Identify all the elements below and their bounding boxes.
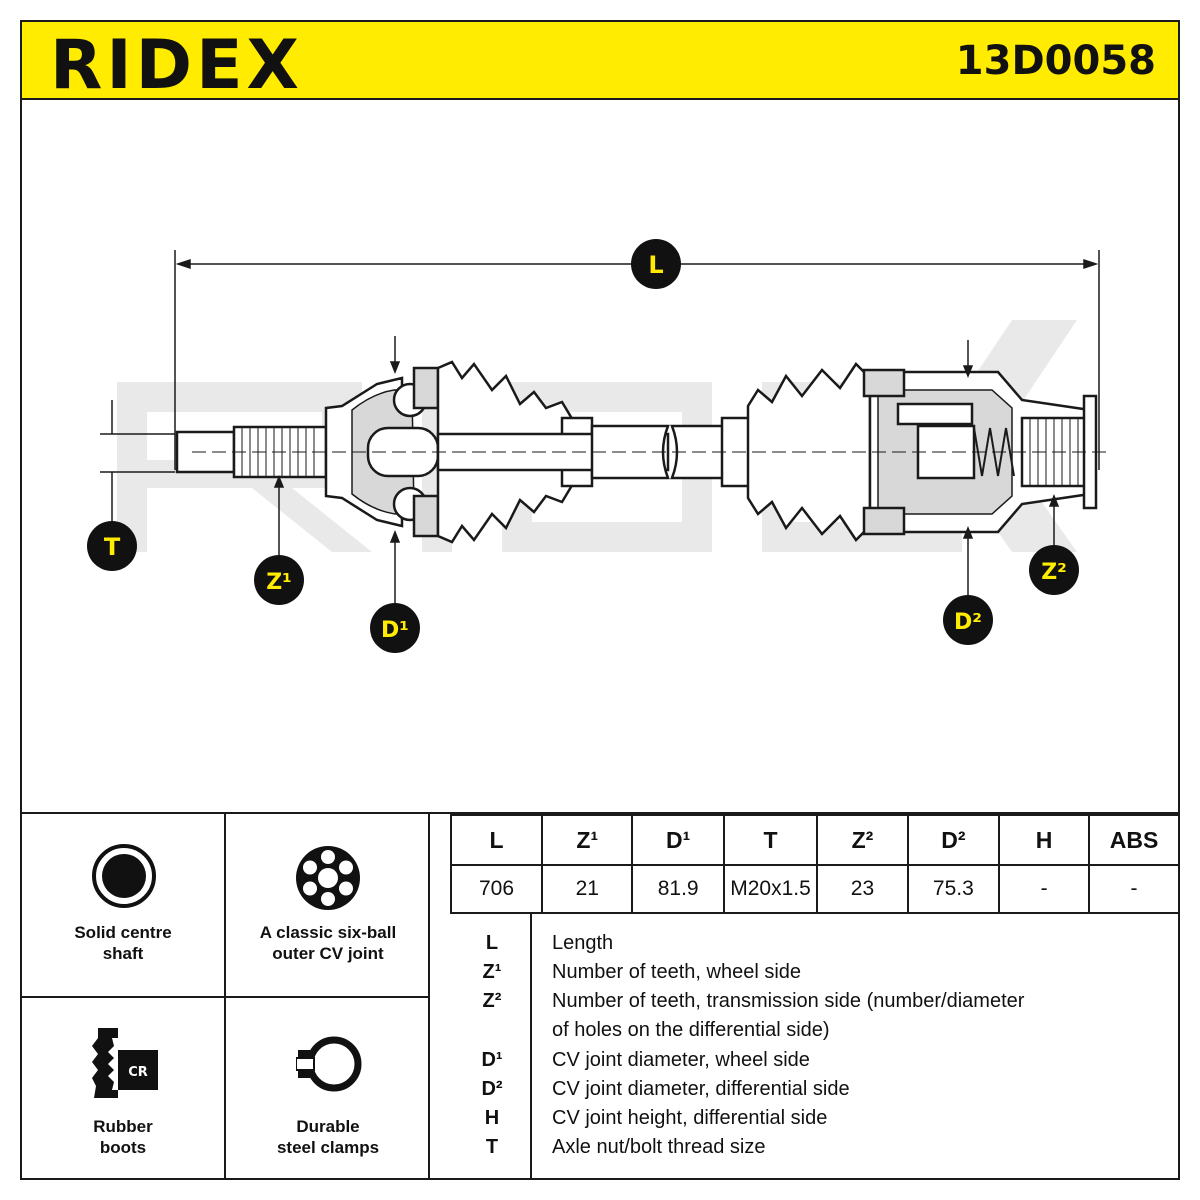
spec-header-cell: T — [722, 814, 819, 866]
label-badge-Z1: Z¹ — [254, 555, 304, 605]
feature-steel-clamps: Durable steel clamps — [226, 998, 430, 1180]
legend-key: D¹ — [481, 1049, 503, 1071]
label-badge-D2: D² — [943, 595, 993, 645]
thread-dimension — [100, 400, 175, 530]
legend-desc: of holes on the differential side) — [552, 1019, 830, 1041]
spec-value-cell: - — [998, 864, 1091, 914]
bottom-panel: Solid centre shaft A classic six-ball ou… — [20, 812, 1180, 1180]
legend-desc: Axle nut/bolt thread size — [552, 1136, 766, 1158]
feature-label: Solid centre shaft — [74, 923, 172, 963]
svg-text:CR: CR — [128, 1065, 148, 1080]
spec-header-row: L Z¹ D¹ T Z² D² H ABS — [449, 814, 1180, 866]
legend-desc: Number of teeth, transmission side (numb… — [552, 990, 1025, 1012]
spec-value-cell: 75.3 — [906, 864, 1001, 914]
label-badge-L: L — [631, 239, 681, 289]
legend-desc: Number of teeth, wheel side — [552, 961, 802, 983]
feature-label: Rubber boots — [93, 1117, 153, 1157]
feature-rubber-boots: CR Rubber boots — [20, 998, 226, 1180]
svg-text:D²: D² — [954, 610, 982, 635]
steel-clamp-icon — [296, 1036, 362, 1092]
spec-value-cell: 23 — [816, 864, 909, 914]
spec-header-cell: ABS — [1088, 814, 1180, 866]
legend-desc: CV joint diameter, differential side — [552, 1078, 850, 1100]
spec-header-cell: L — [449, 814, 544, 866]
leader-lines — [273, 336, 1060, 605]
driveshaft-drawing — [175, 360, 1112, 544]
six-ball-joint-icon — [296, 846, 360, 910]
label-badge-D1: D¹ — [370, 603, 420, 653]
legend-desc: CV joint height, differential side — [552, 1107, 828, 1129]
header-bar: RIDEX 13D0058 — [20, 20, 1180, 105]
legend-key: H — [484, 1107, 500, 1129]
solid-shaft-icon — [92, 844, 156, 908]
legend: L Length Z¹ Number of teeth, wheel side … — [452, 916, 1178, 1180]
divider — [20, 996, 430, 998]
part-number: 13D0058 — [955, 38, 1156, 84]
legend-key: Z¹ — [482, 961, 502, 983]
svg-text:D¹: D¹ — [381, 618, 409, 643]
feature-six-ball-joint: A classic six-ball outer CV joint — [226, 814, 430, 998]
spec-value-cell: 21 — [541, 864, 634, 914]
spec-value-cell: 81.9 — [631, 864, 725, 914]
spec-header-cell: D² — [906, 814, 1001, 866]
svg-text:Z²: Z² — [1041, 560, 1067, 585]
legend-key: D² — [481, 1078, 503, 1100]
svg-text:Z¹: Z¹ — [266, 570, 292, 595]
spec-header-cell: D¹ — [631, 814, 725, 866]
svg-text:T: T — [104, 533, 121, 561]
legend-key: Z² — [482, 990, 502, 1012]
spec-value-row: 706 21 81.9 M20x1.5 23 75.3 - - — [449, 864, 1180, 914]
legend-key: T — [485, 1136, 499, 1158]
spec-value-cell: 706 — [449, 864, 544, 914]
legend-desc: Length — [552, 932, 614, 954]
svg-text:L: L — [648, 251, 663, 279]
brand-logo: RIDEX — [50, 26, 303, 105]
feature-label: A classic six-ball outer CV joint — [259, 923, 397, 963]
legend-divider — [530, 914, 532, 1180]
driveshaft-diagram: L T Z¹ D¹ D² Z² — [87, 239, 1112, 653]
label-badge-Z2: Z² — [1029, 545, 1079, 595]
spec-header-cell: H — [998, 814, 1091, 866]
feature-label: Durable steel clamps — [276, 1117, 380, 1157]
spec-table: L Z¹ D¹ T Z² D² H ABS 706 21 81.9 M20x1.… — [449, 814, 1180, 914]
label-badge-T: T — [87, 521, 137, 571]
legend-desc: CV joint diameter, wheel side — [552, 1049, 810, 1071]
rubber-boot-cr-icon: CR — [92, 1028, 158, 1098]
spec-value-cell: M20x1.5 — [722, 864, 819, 914]
spec-header-cell: Z² — [816, 814, 909, 866]
spec-header-cell: Z¹ — [541, 814, 634, 866]
spec-value-cell: - — [1088, 864, 1180, 914]
legend-key: L — [485, 932, 499, 954]
feature-solid-shaft: Solid centre shaft — [20, 814, 226, 998]
